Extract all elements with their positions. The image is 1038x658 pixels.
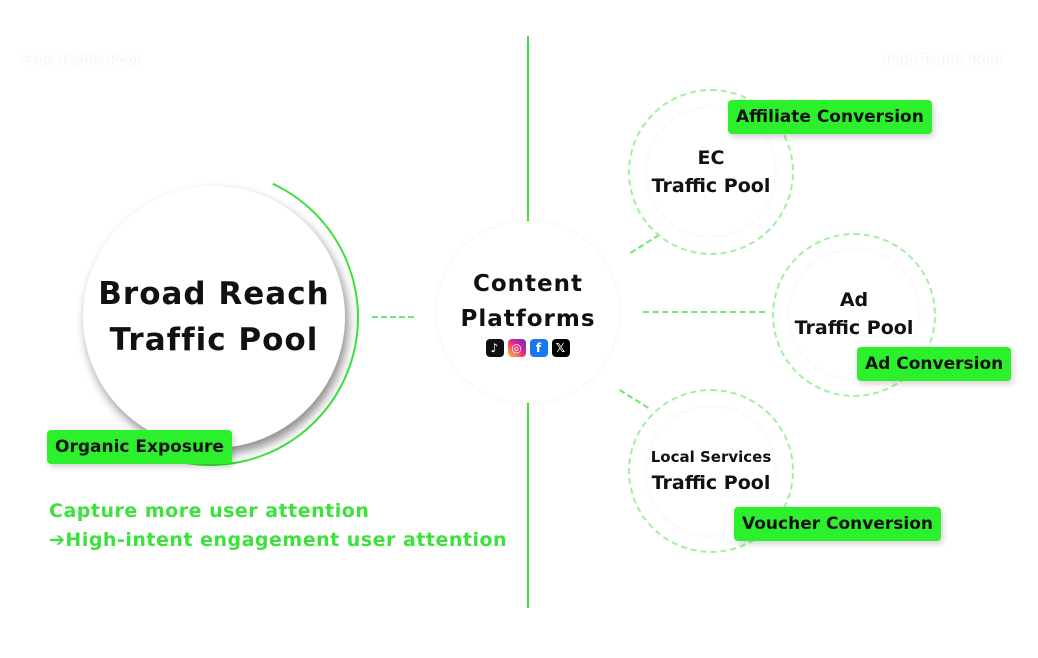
broad-reach-title-line2: Traffic Pool [109,322,319,358]
content-platforms-line2: Platforms [460,306,596,332]
connector-main-center [372,316,414,318]
local-line2: Traffic Pool [651,472,771,494]
content-platforms-line1: Content [472,271,584,297]
facebook-icon: f [530,339,548,357]
connector-center-ec [630,233,660,254]
connector-center-local [618,389,649,409]
x-icon: 𝕏 [552,339,570,357]
ec-dashed-ring [628,89,794,255]
ec-line2: Traffic Pool [651,175,771,197]
ad-dashed-ring [772,233,936,397]
platform-icons: ♪ ◎ f 𝕏 [486,339,570,357]
local-line1: Local Services [650,448,772,466]
ad-line1: Ad [839,289,869,311]
broad-reach-circle: Broad Reach Traffic Pool [83,186,345,448]
content-platforms-circle: Content Platforms ♪ ◎ f 𝕏 [437,221,619,403]
caption-line2: ➔High-intent engagement user attention [49,529,508,551]
instagram-icon: ◎ [508,339,526,357]
connector-center-ad [643,311,765,313]
free-traffic-pool-label: Free Traffic Pool [22,53,140,68]
ad-line2: Traffic Pool [794,317,914,339]
caption-line1: Capture more user attention [49,500,370,522]
paid-traffic-pool-label: Paid Traffic Pool [884,53,1002,68]
broad-reach-title-line1: Broad Reach [98,276,330,312]
attention-caption: Capture more user attention ➔High-intent… [49,497,507,555]
tiktok-icon: ♪ [486,339,504,357]
ad-conversion-tag: Ad Conversion [857,347,1012,381]
voucher-conversion-tag: Voucher Conversion [734,507,942,541]
organic-exposure-tag: Organic Exposure [47,430,232,464]
affiliate-conversion-tag: Affiliate Conversion [728,100,932,134]
local-services-circle: Local Services Traffic Pool [647,407,775,535]
ec-line1: EC [697,147,725,169]
local-dashed-ring [628,389,794,553]
